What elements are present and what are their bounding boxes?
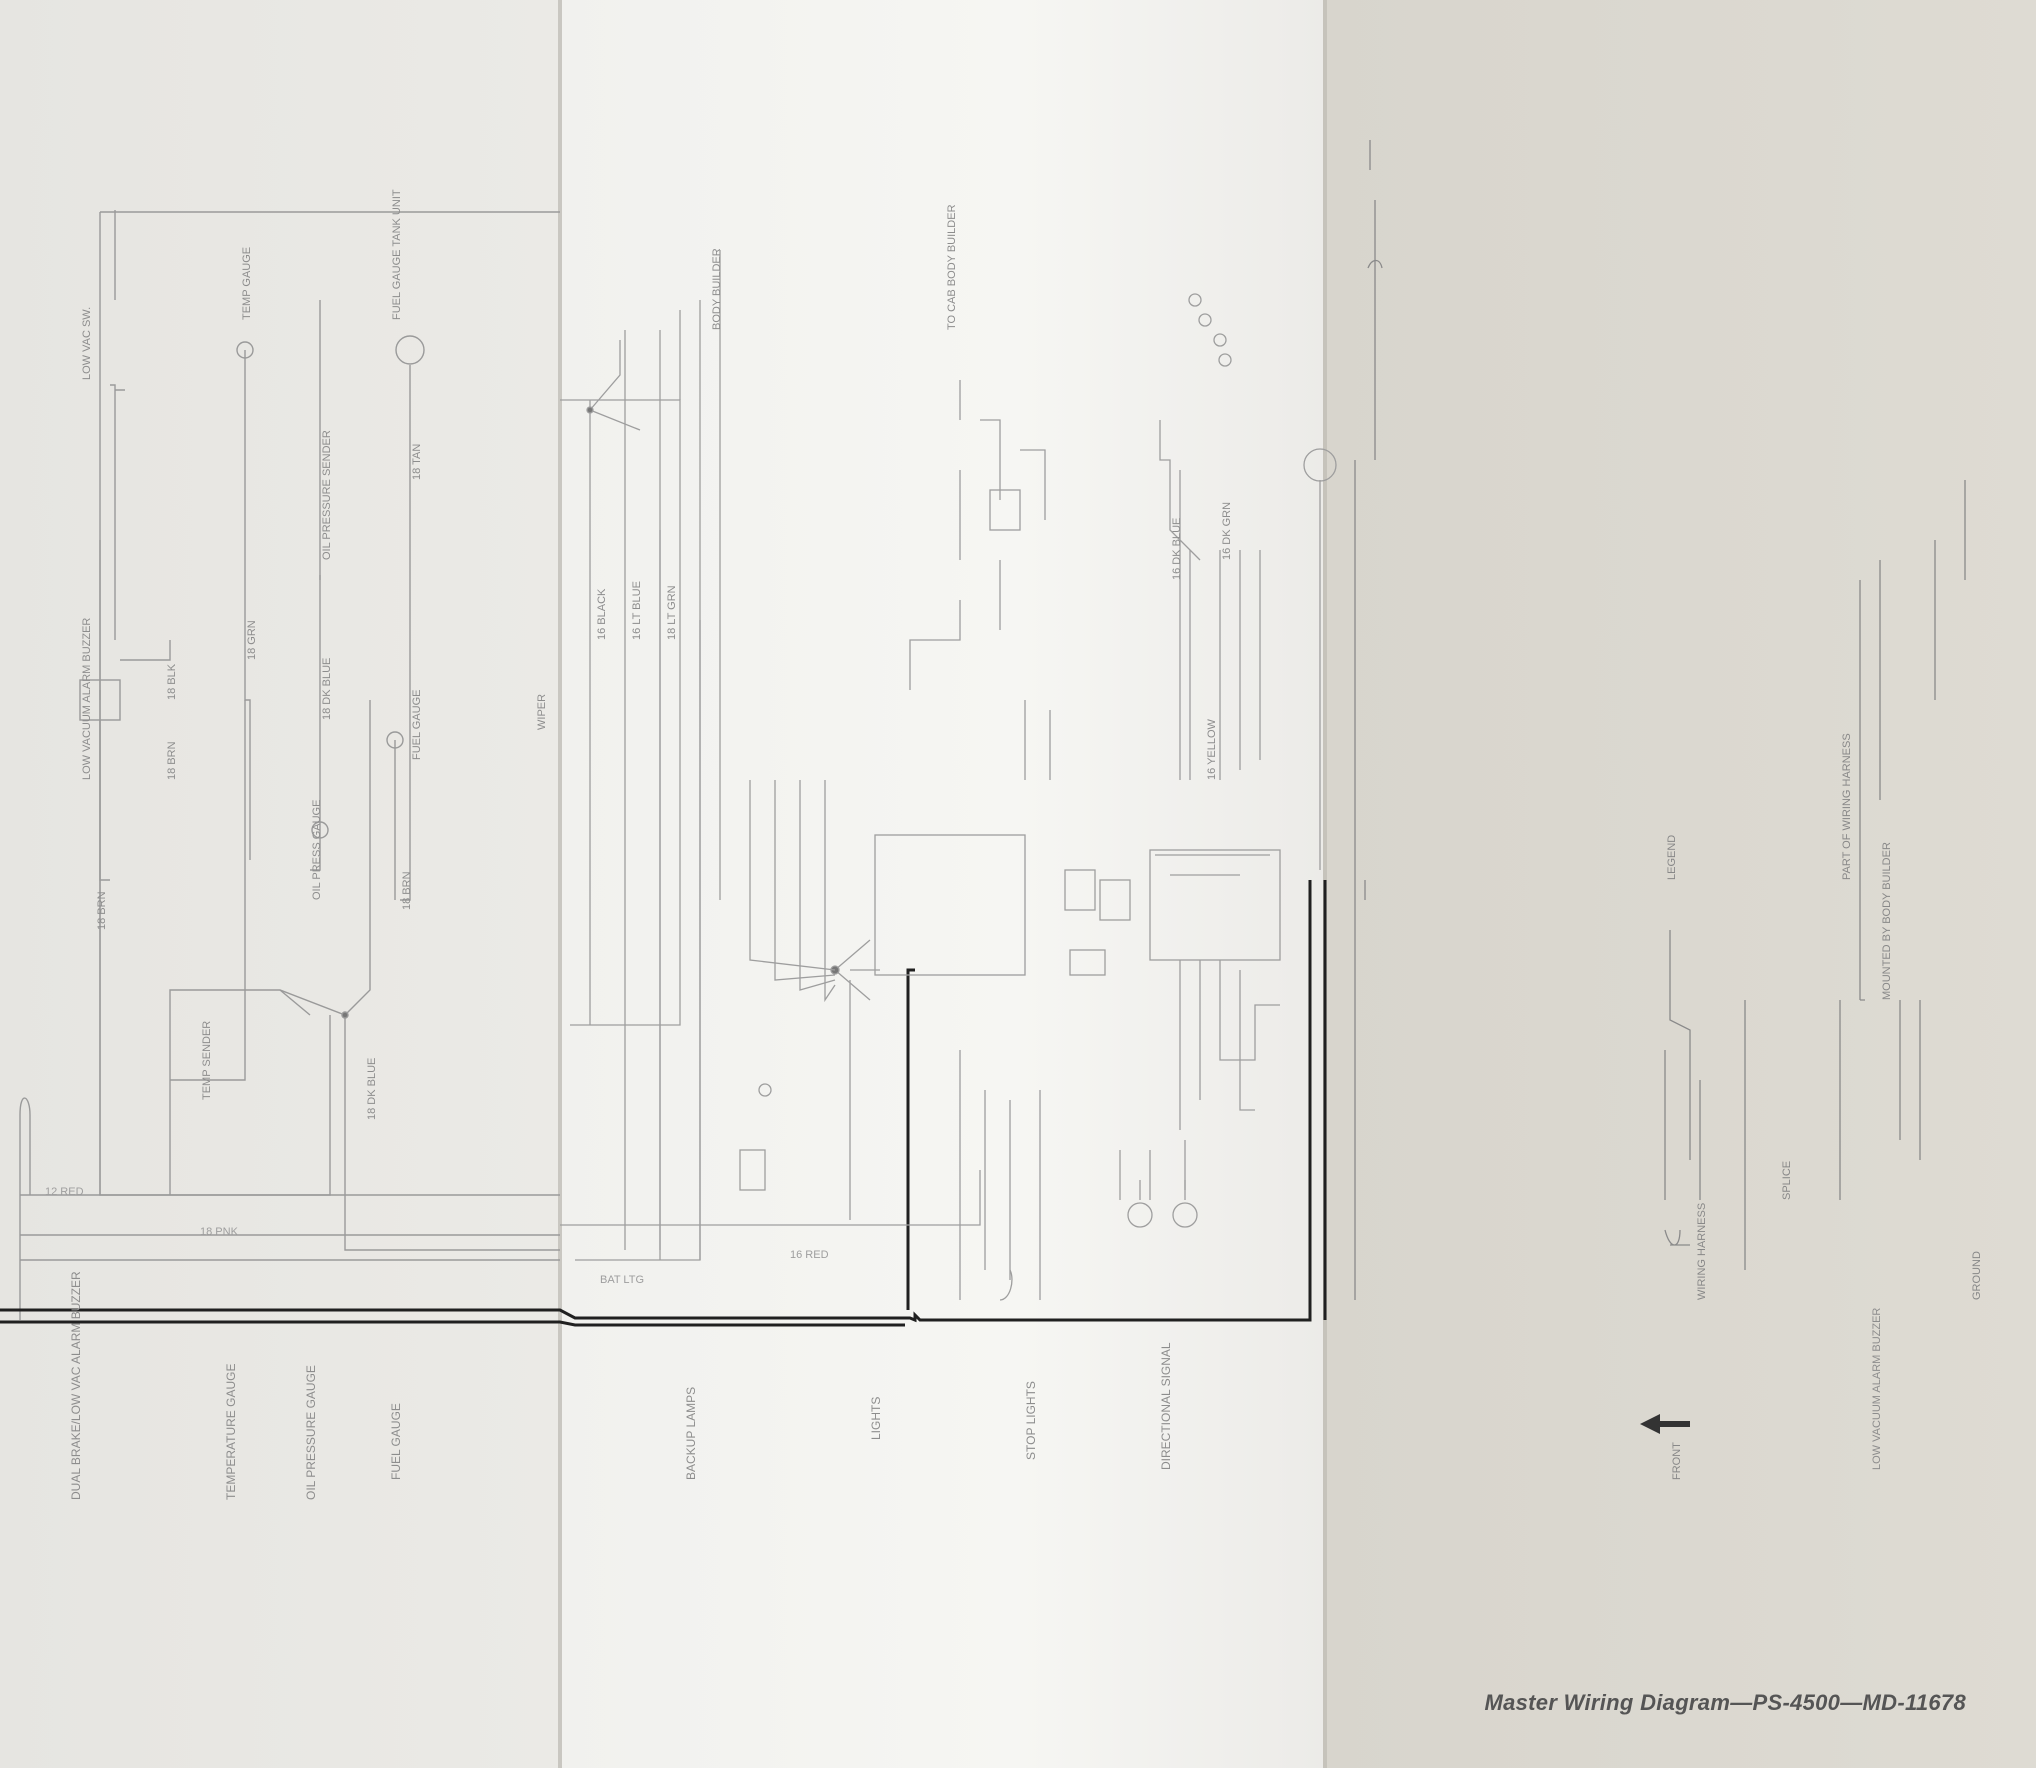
svg-text:LOW VACUUM ALARM BUZZER: LOW VACUUM ALARM BUZZER: [81, 618, 93, 780]
svg-text:18 PNK: 18 PNK: [200, 1226, 239, 1238]
section-label-directional: DIRECTIONAL SIGNAL: [1159, 1342, 1173, 1470]
svg-text:BAT LTG: BAT LTG: [600, 1274, 644, 1286]
component-label: LOW VACUUM ALARM BUZZER: [1871, 1308, 1883, 1470]
svg-text:LOW VAC SW.: LOW VAC SW.: [81, 307, 93, 380]
paper-fold-line: [558, 0, 562, 1768]
svg-text:18 GRN: 18 GRN: [246, 620, 258, 660]
svg-text:16 RED: 16 RED: [790, 1249, 829, 1261]
svg-text:OIL PRESS GAUGE: OIL PRESS GAUGE: [311, 800, 323, 900]
svg-text:OIL PRESSURE SENDER: OIL PRESSURE SENDER: [321, 430, 333, 560]
legend-entry: MOUNTED BY BODY BUILDER: [1881, 842, 1893, 1000]
svg-text:16 BLACK: 16 BLACK: [596, 588, 608, 640]
legend-entry: WIRING HARNESS: [1696, 1203, 1708, 1300]
svg-text:TO CAB BODY BUILDER: TO CAB BODY BUILDER: [946, 204, 958, 330]
svg-text:16 DK BLUE: 16 DK BLUE: [1171, 518, 1183, 580]
svg-text:16 LT BLUE: 16 LT BLUE: [631, 581, 643, 640]
legend-entry: PART OF WIRING HARNESS: [1841, 733, 1853, 880]
gauge-circuits: [19, 210, 560, 1320]
svg-text:18 LT GRN: 18 LT GRN: [666, 585, 678, 640]
diagram-title: Master Wiring Diagram—PS-4500—MD-11678: [1484, 1690, 1966, 1715]
svg-text:18 BRN: 18 BRN: [401, 871, 413, 910]
sheet-panel-right: [1325, 0, 2036, 1768]
svg-text:FUEL GAUGE: FUEL GAUGE: [411, 690, 423, 761]
svg-text:FUEL GAUGE TANK UNIT: FUEL GAUGE TANK UNIT: [391, 189, 403, 320]
sheet-panel-left: [0, 0, 560, 1768]
legend-entry: GROUND: [1971, 1251, 1983, 1300]
svg-text:18 BLK: 18 BLK: [166, 663, 178, 700]
section-label-stop-lights: STOP LIGHTS: [1024, 1381, 1038, 1460]
svg-text:12 RED: 12 RED: [45, 1186, 84, 1198]
lamp-circuits: [560, 250, 1337, 1301]
legend-graphics: [1354, 140, 1966, 1300]
svg-text:WIPER: WIPER: [536, 694, 548, 730]
svg-text:16 YELLOW: 16 YELLOW: [1206, 718, 1218, 780]
svg-text:TEMP GAUGE: TEMP GAUGE: [241, 247, 253, 320]
section-label-buzzer: DUAL BRAKE/LOW VAC ALARM BUZZER: [69, 1271, 83, 1500]
orientation-arrow: [1640, 1414, 1690, 1434]
section-label-backup-lamps: BACKUP LAMPS: [684, 1387, 698, 1480]
svg-text:18 TAN: 18 TAN: [411, 444, 423, 480]
svg-text:18 DK BLUE: 18 DK BLUE: [366, 1058, 378, 1120]
main-harness: [0, 880, 1327, 1327]
svg-text:TEMP SENDER: TEMP SENDER: [201, 1021, 213, 1100]
legend-orientation-label: FRONT: [1671, 1442, 1683, 1480]
svg-text:18 DK BLUE: 18 DK BLUE: [321, 658, 333, 720]
svg-text:BODY BUILDER: BODY BUILDER: [711, 248, 723, 330]
legend-entry: SPLICE: [1781, 1161, 1793, 1200]
svg-text:16 DK GRN: 16 DK GRN: [1221, 502, 1233, 560]
section-label-fuel: FUEL GAUGE: [389, 1403, 403, 1480]
svg-text:18 BRN: 18 BRN: [96, 891, 108, 930]
svg-text:18 BRN: 18 BRN: [166, 741, 178, 780]
section-label-oil-pressure: OIL PRESSURE GAUGE: [304, 1365, 318, 1500]
section-label-lights: LIGHTS: [869, 1397, 883, 1440]
section-label-temperature: TEMPERATURE GAUGE: [224, 1364, 238, 1500]
legend-heading: LEGEND: [1666, 835, 1678, 880]
faint-wire-annotations: LOW VACUUM ALARM BUZZER 18 BRN 18 BRN 18…: [45, 189, 1233, 1286]
